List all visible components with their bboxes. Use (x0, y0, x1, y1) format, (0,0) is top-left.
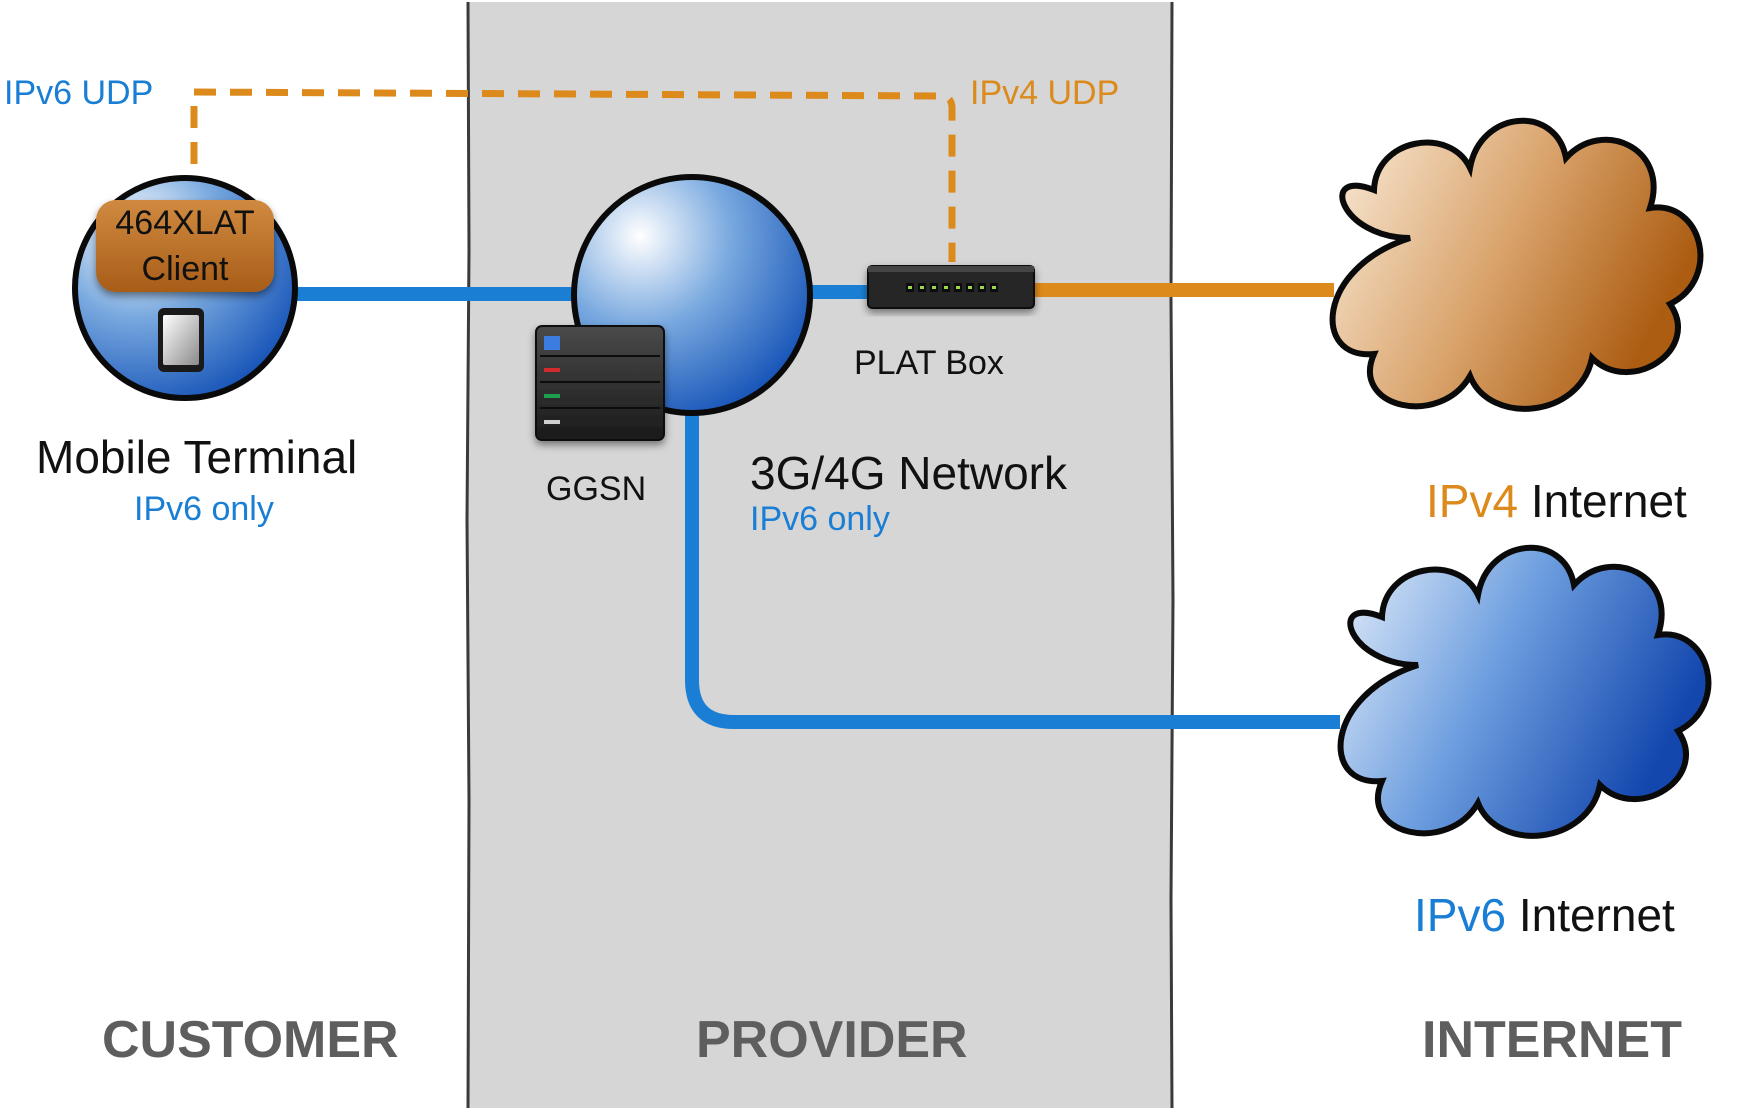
zone-label-customer: CUSTOMER (102, 1011, 399, 1069)
ipv6-cloud (1337, 545, 1712, 839)
mobile-terminal-title: Mobile Terminal (36, 431, 358, 483)
plat-box-label: PLAT Box (854, 344, 1004, 382)
ggsn-label: GGSN (546, 470, 647, 508)
ipv4-internet-proto: IPv4 (1426, 475, 1519, 527)
ipv4-internet-label: IPv4 Internet (1426, 478, 1687, 524)
provider-zone-left-edge (465, 1, 471, 1108)
network-subtitle: IPv6 only (750, 500, 890, 538)
network-title: 3G/4G Network (750, 447, 1067, 499)
provider-zone (468, 2, 1172, 1108)
network-switch-icon (867, 265, 1035, 309)
mobile-terminal-subtitle: IPv6 only (134, 490, 274, 528)
provider-zone-right-edge (1169, 1, 1175, 1108)
ipv4-cloud (1329, 118, 1704, 412)
ipv6-internet-label: IPv6 Internet (1414, 892, 1675, 938)
server-icon (535, 325, 665, 441)
ipv4-internet-word: Internet (1530, 475, 1687, 527)
ipv6-udp-label: IPv6 UDP (4, 74, 154, 112)
tablet-icon (158, 308, 204, 372)
xlat-client-box (96, 200, 274, 292)
ipv6-internet-word: Internet (1518, 889, 1675, 941)
ipv6-internet-proto: IPv6 (1414, 889, 1507, 941)
xlat-client-label-line2: Client (141, 250, 229, 288)
zone-label-internet: INTERNET (1422, 1011, 1682, 1069)
zone-label-provider: PROVIDER (696, 1011, 968, 1069)
udp-tunnel-path (190, 88, 956, 262)
link-network-to-ipv6-internet (685, 410, 1340, 729)
xlat-client-label-line1: 464XLAT (115, 204, 255, 242)
ipv4-udp-label: IPv4 UDP (970, 74, 1120, 112)
